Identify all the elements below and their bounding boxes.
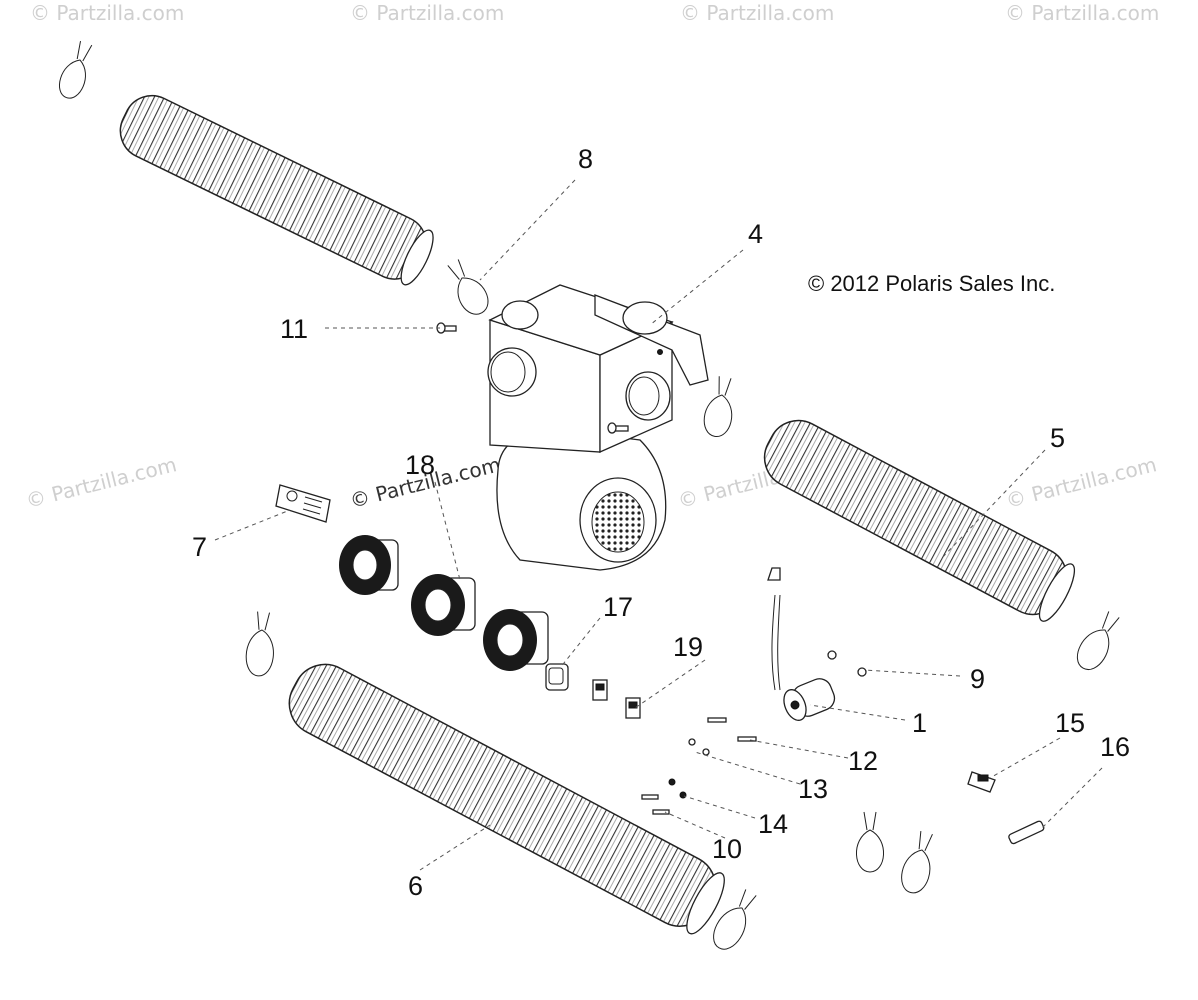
fuse-holder-15	[967, 771, 996, 793]
callout-15: 15	[1055, 708, 1085, 738]
callout-10: 10	[712, 834, 742, 864]
callout-16: 16	[1100, 732, 1130, 762]
callout-12: 12	[848, 746, 878, 776]
callout-4: 4	[748, 219, 763, 249]
callout-1: 1	[912, 708, 927, 738]
callout-9: 9	[970, 664, 985, 694]
callout-7: 7	[192, 532, 207, 562]
duct-hose-5	[763, 419, 1076, 622]
fuse-16	[1008, 820, 1045, 845]
air-vent-18	[339, 535, 399, 595]
air-vent-18	[411, 574, 476, 636]
hose-clamp	[447, 259, 489, 315]
hose-clamp	[59, 40, 93, 99]
watermark-text: © Partzilla.com	[1003, 452, 1159, 513]
callout-19: 19	[673, 632, 703, 662]
callout-13: 13	[798, 774, 828, 804]
hardware-bolts	[641, 717, 757, 815]
watermark-text: © Partzilla.com	[1005, 1, 1159, 25]
callout-14: 14	[758, 809, 788, 839]
watermark-text: © Partzilla.com	[30, 1, 184, 25]
callout-17: 17	[603, 592, 633, 622]
decal-label-7	[275, 484, 331, 523]
watermark-text: © Partzilla.com	[23, 452, 179, 513]
leader-lines	[214, 179, 1103, 871]
callout-8: 8	[578, 144, 593, 174]
control-knob-17	[545, 663, 569, 691]
callout-11: 11	[280, 314, 308, 344]
copyright-text: © 2012 Polaris Sales Inc.	[808, 271, 1055, 296]
hose-clamp	[713, 889, 757, 950]
duct-hose-6	[288, 663, 725, 935]
air-vent-18	[483, 609, 549, 671]
switch-19	[592, 679, 608, 701]
hose-clamp	[245, 611, 274, 677]
callout-6: 6	[408, 871, 423, 901]
hose-clamp	[901, 831, 933, 894]
callout-5: 5	[1050, 423, 1065, 453]
callouts: 1 4 5 6 7 8 9 10 11 12 13 14 15 16 17 18…	[192, 144, 1130, 901]
switch-19	[625, 697, 641, 719]
watermark-text: © Partzilla.com	[680, 1, 834, 25]
duct-hose-8	[119, 94, 434, 286]
motor-1	[767, 567, 867, 721]
hose-clamp	[703, 376, 733, 437]
hose-clamp	[856, 811, 884, 873]
callout-18: 18	[405, 450, 435, 480]
heater-box-4	[487, 284, 709, 571]
hose-clamp	[1077, 611, 1120, 671]
watermark-text: © Partzilla.com	[350, 1, 504, 25]
screw-11	[436, 322, 457, 334]
